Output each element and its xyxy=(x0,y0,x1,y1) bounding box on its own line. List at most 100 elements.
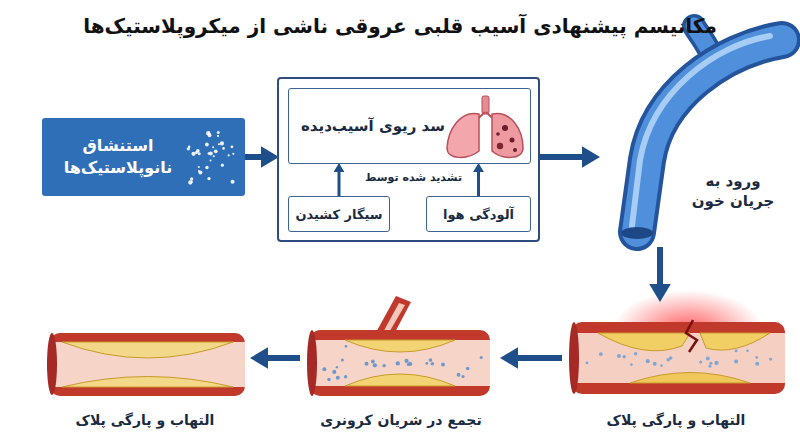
narrowed-artery xyxy=(62,377,233,388)
lungs-icon xyxy=(502,125,508,131)
ruptured-artery xyxy=(653,362,657,366)
node-label: آلودگی هوا xyxy=(443,207,514,222)
coronary-artery xyxy=(365,362,369,366)
nanoplastic-dots xyxy=(212,146,214,148)
coronary-artery xyxy=(466,367,470,371)
lungs-icon xyxy=(492,113,523,157)
blood-vessel xyxy=(621,26,782,239)
node-label: تشدید شده توسط xyxy=(365,171,462,184)
ruptured-artery xyxy=(586,362,589,365)
coronary-artery xyxy=(480,356,483,359)
nanoplastic-dots xyxy=(191,152,195,156)
coronary-artery xyxy=(344,375,347,378)
factor-box: آلودگی هوا xyxy=(426,196,531,232)
narrowed-artery xyxy=(62,342,233,358)
ruptured-artery xyxy=(572,333,785,383)
nanoplastic-dots xyxy=(198,166,200,168)
nanoplastic-dots xyxy=(205,143,209,147)
coronary-artery xyxy=(345,374,455,386)
nanoplastic-dots xyxy=(187,147,190,150)
nanoplastic-dots xyxy=(196,149,200,153)
coronary-artery xyxy=(408,362,412,366)
node-label: التهاب و پارگی پلاک xyxy=(76,412,215,428)
coronary-artery xyxy=(336,376,340,380)
ruptured-artery xyxy=(599,352,603,356)
nanoplastic-dots xyxy=(213,155,215,157)
ruptured-artery xyxy=(769,358,772,361)
narrowed-artery xyxy=(47,333,57,395)
process-panel: تشدید شده توسط سد ریوی آسیب‌دیده سیگار کشی… xyxy=(277,77,540,242)
coronary-artery xyxy=(307,296,490,396)
nanoplastic-dots xyxy=(231,180,235,184)
flow-arrow xyxy=(477,172,480,196)
ruptured-artery xyxy=(735,349,738,352)
lungs-icon xyxy=(513,148,517,152)
coronary-artery xyxy=(429,358,433,362)
ruptured-artery xyxy=(634,352,637,355)
diagram-title: مکانیسم پیشنهادی آسیب قلبی عروقی ناشی از… xyxy=(0,14,800,38)
coronary-artery xyxy=(441,363,445,367)
flow-arrow xyxy=(540,154,582,160)
nanoplastic-dots xyxy=(188,180,192,184)
nanoplastic-dots xyxy=(218,143,220,145)
flow-arrow xyxy=(268,355,300,361)
coronary-artery xyxy=(322,345,482,381)
ruptured-artery xyxy=(617,354,621,358)
blood-vessel xyxy=(637,40,782,232)
lungs-icon xyxy=(447,96,523,157)
ruptured-artery xyxy=(709,362,712,365)
nanoplastic-dots xyxy=(222,147,225,150)
node-label: سیگار کشیدن xyxy=(295,207,382,222)
nanoplastic-dots xyxy=(221,164,224,167)
ruptured-artery xyxy=(598,333,690,351)
coronary-artery xyxy=(425,362,428,365)
node-label: التهاب و پارگی پلاک xyxy=(607,412,746,428)
ruptured-artery xyxy=(569,322,579,394)
nanoplastic-dots xyxy=(198,170,202,174)
ruptured-artery xyxy=(699,361,702,364)
node-label: ورود به جریان خون xyxy=(687,172,779,211)
blood-vessel xyxy=(621,227,653,239)
coronary-artery xyxy=(307,330,317,396)
flow-arrow xyxy=(338,172,341,196)
node-label: استنشاق نانوپلاستیک‌ها xyxy=(54,135,182,178)
node-label: سد ریوی آسیب‌دیده xyxy=(301,117,445,135)
ruptured-artery xyxy=(708,365,711,368)
coronary-artery xyxy=(332,370,336,374)
coronary-artery xyxy=(322,367,326,371)
nanoplastic-dots xyxy=(190,177,193,180)
nanoplastic-dots xyxy=(228,154,230,156)
lungs-icon xyxy=(496,132,500,136)
lungs-icon xyxy=(482,96,489,114)
ruptured-artery xyxy=(746,349,749,352)
factor-box: سیگار کشیدن xyxy=(288,196,390,232)
coronary-artery xyxy=(431,362,434,365)
ruptured-artery xyxy=(700,333,770,350)
nanoplastic-dots xyxy=(220,141,224,145)
blood-vessel xyxy=(637,40,782,232)
narrowed-artery xyxy=(50,342,245,387)
ruptured-artery xyxy=(755,356,758,359)
narrowed-artery xyxy=(47,333,245,396)
ruptured-artery xyxy=(755,362,759,366)
nanoplastic-dots xyxy=(217,131,220,134)
nanoplastic-dots xyxy=(205,166,208,169)
nanoplastic-dots xyxy=(191,181,193,183)
ruptured-artery xyxy=(646,359,650,363)
ruptured-artery xyxy=(622,355,625,358)
coronary-artery xyxy=(382,364,385,367)
ruptured-artery xyxy=(706,357,710,361)
flow-arrow xyxy=(245,154,261,160)
ruptured-artery xyxy=(572,322,785,394)
coronary-artery xyxy=(345,340,455,352)
coronary-artery xyxy=(371,360,375,364)
coronary-artery xyxy=(461,375,464,378)
nanoplastic-dots xyxy=(208,133,212,137)
coronary-artery xyxy=(396,361,400,365)
flow-arrow xyxy=(657,247,663,284)
ruptured-artery xyxy=(734,359,738,363)
nanoplastic-dots xyxy=(232,153,234,155)
nanoplastic-dots xyxy=(187,131,235,185)
